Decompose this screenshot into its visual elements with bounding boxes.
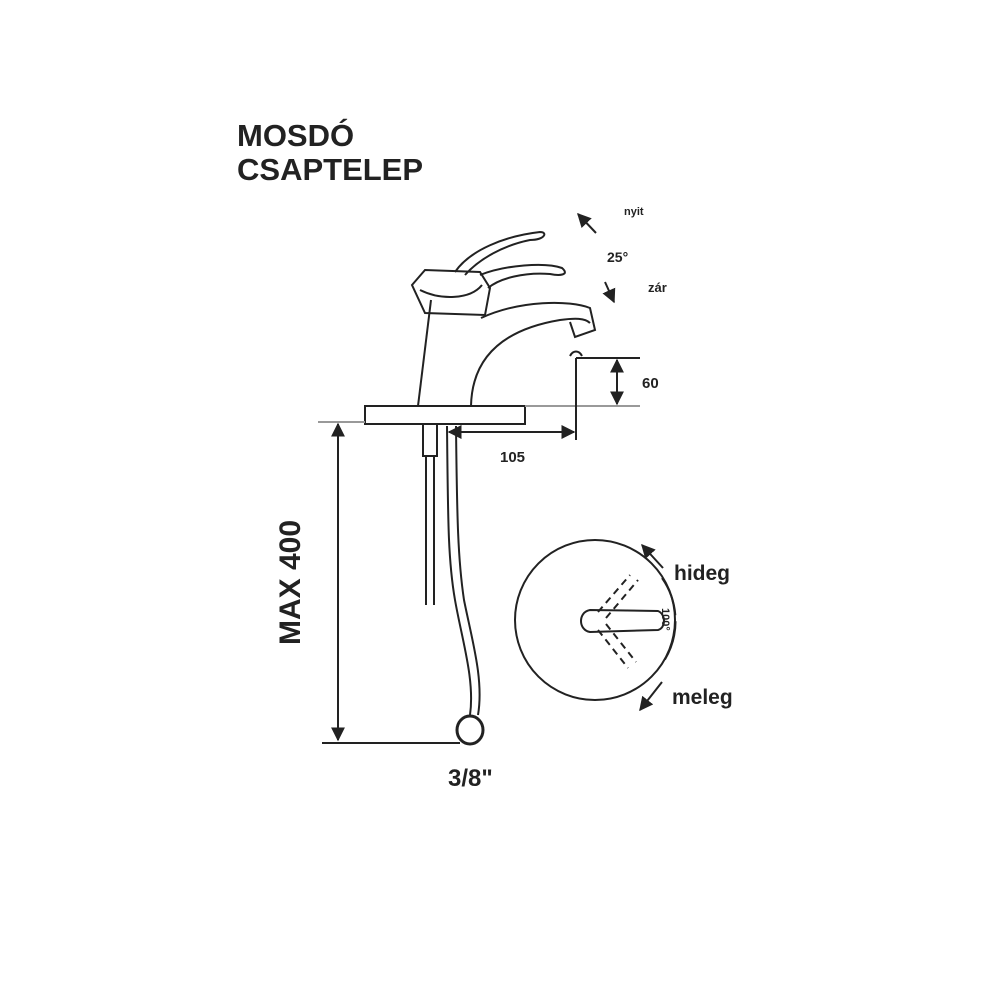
flexible-hose — [446, 425, 485, 746]
title-line-1: MOSDÓ — [237, 117, 354, 153]
spout-reach-label: 105 — [500, 449, 525, 466]
countertop — [318, 405, 640, 425]
faucet-body — [410, 230, 597, 407]
hose-length-label: MAX 400 — [274, 520, 307, 645]
lever-angle-label: 25° — [607, 249, 628, 265]
cold-label: hideg — [674, 562, 730, 585]
rotation-angle-label: 100° — [659, 608, 671, 631]
hose-length-dimension — [322, 422, 460, 744]
title-line-2: CSAPTELEP — [237, 152, 423, 187]
close-label: zár — [648, 280, 667, 295]
spout-height-label: 60 — [642, 375, 659, 392]
open-label: nyit — [624, 206, 644, 218]
supply-pipe — [422, 423, 438, 605]
hot-label: meleg — [672, 686, 733, 709]
connection-label: 3/8" — [448, 765, 493, 792]
top-view — [514, 539, 677, 712]
lever-arrows — [577, 212, 616, 304]
spout-height-dimension — [575, 357, 640, 440]
